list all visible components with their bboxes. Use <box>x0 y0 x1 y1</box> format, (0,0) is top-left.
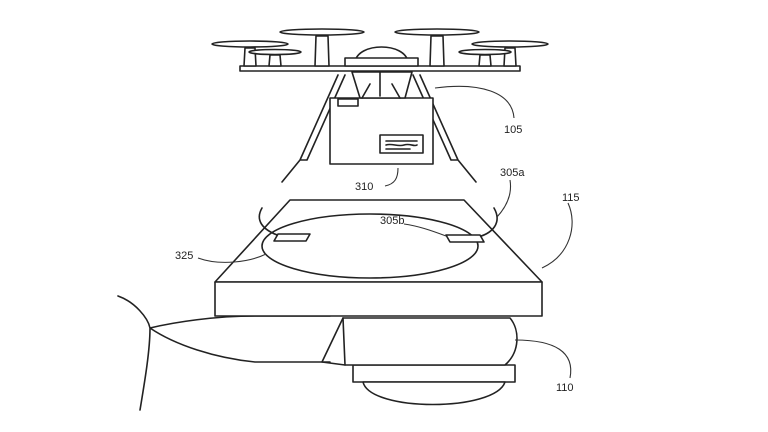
hub-body <box>344 57 419 67</box>
leader-325 <box>197 253 267 263</box>
propeller <box>394 28 480 36</box>
motor <box>429 35 445 67</box>
package <box>329 97 434 165</box>
frame-plate <box>239 65 521 72</box>
leader-105 <box>434 85 515 119</box>
gripper-claw <box>361 71 401 99</box>
propeller <box>211 40 289 48</box>
label-325: 325 <box>175 250 193 262</box>
drone <box>211 28 549 183</box>
pedestal-lower <box>352 364 516 383</box>
propeller <box>458 48 512 56</box>
leader-310 <box>384 167 399 187</box>
propeller <box>279 28 365 36</box>
rotor-6 <box>458 48 512 67</box>
pedestal-upper <box>342 317 518 366</box>
shipping-label-text <box>385 140 418 150</box>
motor <box>478 54 492 67</box>
motor <box>268 54 282 67</box>
leader-lines <box>197 85 573 379</box>
platform-front <box>214 281 543 317</box>
motor <box>314 35 330 67</box>
label-110: 110 <box>556 382 574 394</box>
label-310: 310 <box>355 181 373 193</box>
leader-110 <box>514 339 572 379</box>
label-105: 105 <box>504 124 522 136</box>
pedestal-edge <box>321 317 346 366</box>
propeller <box>471 40 549 48</box>
landing-pad <box>261 213 479 279</box>
rotor-5 <box>248 48 302 67</box>
leader-305b <box>403 223 447 237</box>
contact-plate-left <box>273 233 311 242</box>
label-115: 115 <box>562 192 580 204</box>
landing-leg-left <box>281 74 346 183</box>
gripper-pod <box>351 71 413 99</box>
leader-115 <box>541 202 573 269</box>
base-station <box>117 199 543 411</box>
label-305b: 305b <box>380 215 404 227</box>
package-slot <box>337 98 359 107</box>
label-305a: 305a <box>500 167 525 179</box>
pedestal-dome <box>362 381 506 406</box>
reference-labels: 105 310 305a 305b 115 325 110 <box>175 124 580 394</box>
shipping-label <box>379 134 424 154</box>
rotor-4 <box>471 40 549 67</box>
contact-plate-right <box>445 234 485 243</box>
leader-305a <box>496 179 512 218</box>
rotor-2 <box>279 28 365 67</box>
propeller <box>248 48 302 56</box>
rotor-3 <box>394 28 480 67</box>
